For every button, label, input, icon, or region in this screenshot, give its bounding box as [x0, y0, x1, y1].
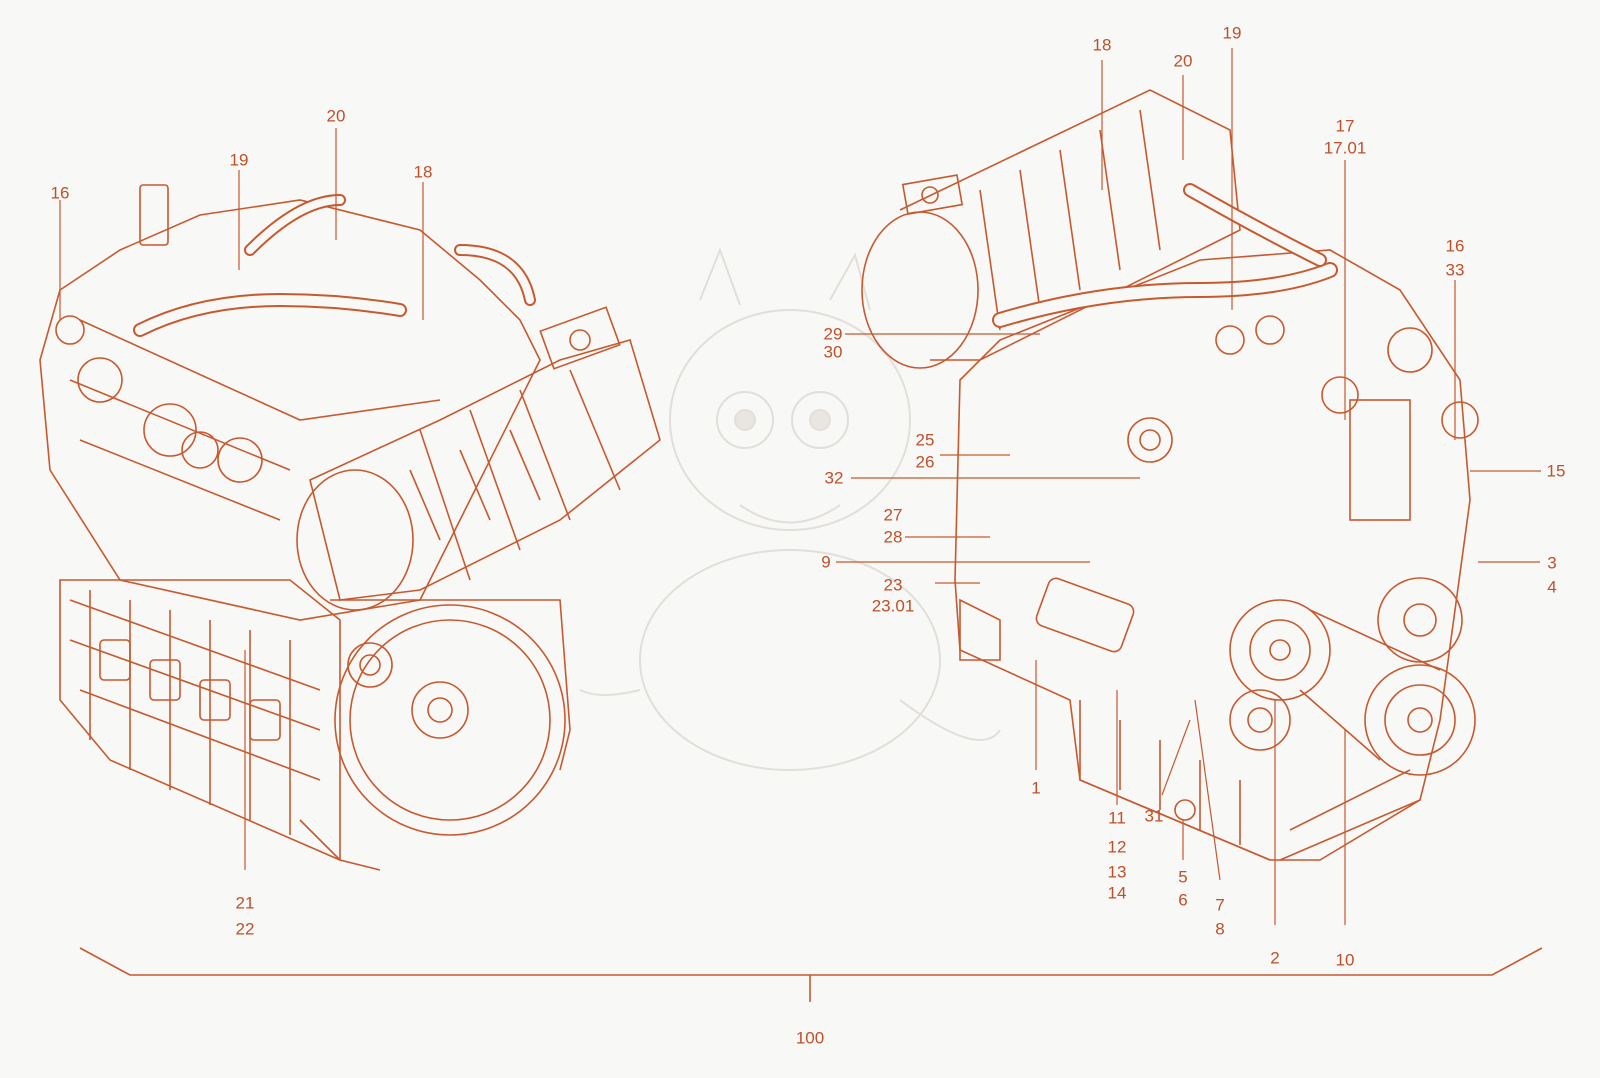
callout-label: 17	[1335, 116, 1355, 136]
callout-label: 7	[1215, 895, 1225, 915]
callout-label: 18	[413, 162, 433, 182]
callout-label: 23.01	[871, 596, 915, 616]
callout-label: 16	[50, 183, 70, 203]
callout-label: 19	[229, 150, 249, 170]
callout-label: 33	[1445, 260, 1465, 280]
callout-label: 23	[883, 575, 903, 595]
assembly-bracket	[79, 947, 1543, 1002]
callout-label: 26	[915, 452, 935, 472]
callout-label: 29	[823, 324, 843, 344]
callout-label: 12	[1107, 837, 1127, 857]
callout-label: 8	[1215, 919, 1225, 939]
callout-label: 27	[883, 505, 903, 525]
engine-right-view	[836, 48, 1541, 925]
callout-label: 20	[326, 106, 346, 126]
callout-label: 18	[1092, 35, 1112, 55]
callout-label: 25	[915, 430, 935, 450]
callout-label: 10	[1335, 950, 1355, 970]
callout-label: 17.01	[1323, 138, 1367, 158]
assembly-label: 100	[795, 1028, 825, 1048]
callout-label: 3	[1547, 553, 1557, 573]
callout-label: 20	[1173, 51, 1193, 71]
callout-label: 5	[1178, 867, 1188, 887]
callout-label: 13	[1107, 862, 1127, 882]
callout-label: 9	[821, 552, 831, 572]
callout-label: 2	[1270, 948, 1280, 968]
callout-label: 31	[1144, 806, 1164, 826]
callout-label: 28	[883, 527, 903, 547]
callout-label: 15	[1546, 461, 1566, 481]
callout-label: 4	[1547, 577, 1557, 597]
callout-label: 22	[235, 919, 255, 939]
callout-label: 19	[1222, 23, 1242, 43]
callout-label: 16	[1445, 236, 1465, 256]
dragon-watermark	[579, 247, 1001, 771]
callout-label: 32	[824, 468, 844, 488]
callout-label: 21	[235, 893, 255, 913]
callout-label: 1	[1031, 778, 1041, 798]
engine-left-view	[39, 128, 661, 871]
callout-label: 14	[1107, 883, 1127, 903]
callout-label: 30	[823, 342, 843, 362]
callout-label: 11	[1108, 808, 1126, 828]
callout-label: 6	[1178, 890, 1188, 910]
